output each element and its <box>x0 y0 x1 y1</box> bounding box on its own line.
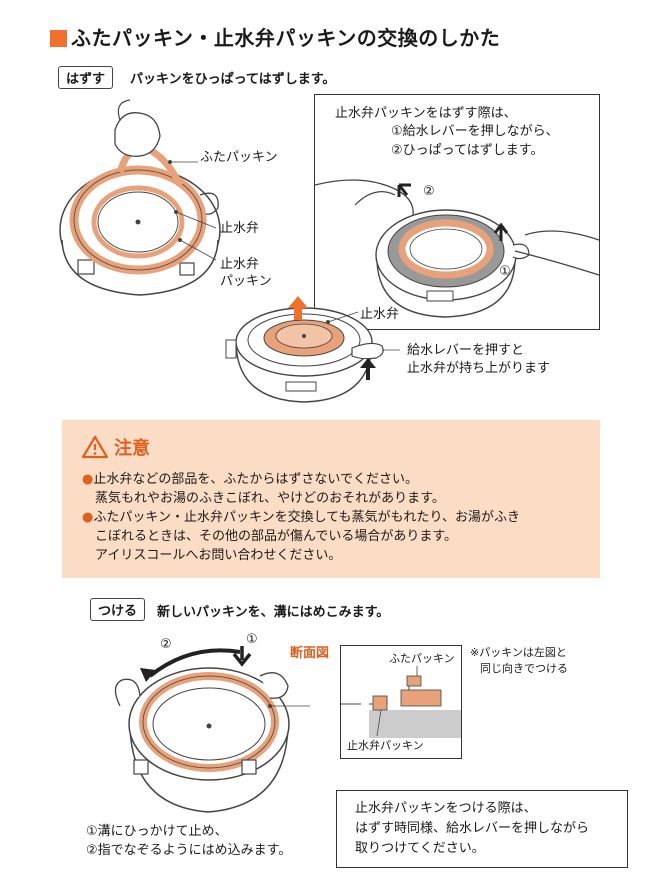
caution-heading: 注意 <box>114 438 150 459</box>
remove-instruction: パッキンをひっぱってはずします。 <box>130 72 336 87</box>
remove-tag: はずす <box>58 66 114 89</box>
attach-num-1: ① <box>246 632 258 647</box>
caution-box: 注意 ●止水弁などの部品を、ふたからはずさないでください。 蒸気もれやお湯のふき… <box>62 420 600 578</box>
valve-lift-illustration <box>225 296 373 403</box>
remove-detail-illustration <box>314 179 600 318</box>
title-square-icon <box>50 30 67 47</box>
label-valve-packing-1: 止水弁 <box>220 257 260 272</box>
page-title: ふたパッキン・止水弁パッキンの交換のしかた <box>50 22 500 51</box>
attach-illustration <box>114 646 310 813</box>
section-lid-label: ふたパッキン <box>389 652 455 665</box>
caution-item-2-line-2: こぼれるときは、その他の部品が傷んでいる場合があります。 <box>95 529 458 544</box>
label-valve-packing-2: パッキン <box>220 274 272 289</box>
caution-item-1-line-1: ●止水弁などの部品を、ふたからはずさないでください。 <box>82 470 418 489</box>
detail-num-1: ① <box>499 264 511 279</box>
label-lever-1: 給水レバーを押すと <box>407 343 525 358</box>
attach-step-1: ①溝にひっかけて止め、 <box>86 824 228 839</box>
detail-line-2: ①給水レバーを押しながら、 <box>391 124 559 139</box>
detail-line-1: 止水弁パッキンをはずす際は、 <box>335 106 517 121</box>
caution-text: ふたパッキン・止水弁パッキンを交換しても蒸気がもれたり、お湯がふき <box>93 510 521 525</box>
attach-box-line-2: はずす時同様、給水レバーを押しながら <box>355 821 590 836</box>
caution-text: 止水弁などの部品を、ふたからはずさないでください。 <box>93 472 418 487</box>
detail-line-3: ②ひっぱってはずします。 <box>391 143 544 158</box>
label-lever-2: 止水弁が持ち上がります <box>407 361 551 376</box>
warning-icon <box>81 435 109 459</box>
up-arrow-icon <box>288 296 308 320</box>
attach-num-2: ② <box>160 637 172 652</box>
remove-detail-box: 止水弁パッキンをはずす際は、 ①給水レバーを押しながら、 ②ひっぱってはずします… <box>314 94 600 330</box>
lever-illustration <box>351 342 400 380</box>
attach-detail-box: 止水弁パッキンをつける際は、 はずす時同様、給水レバーを押しながら 取りつけてく… <box>336 790 628 868</box>
caution-item-2-line-1: ●ふたパッキン・止水弁パッキンを交換しても蒸気がもれたり、お湯がふき <box>82 508 520 527</box>
label-valve-lower: 止水弁 <box>360 307 400 322</box>
section-drawing <box>341 666 461 738</box>
bullet-icon: ● <box>82 510 94 525</box>
detail-num-2: ② <box>423 184 435 199</box>
attach-box-line-1: 止水弁パッキンをつける際は、 <box>355 801 537 816</box>
bullet-icon: ● <box>82 472 94 487</box>
caution-item-2-line-3: アイリスコールへお問い合わせください。 <box>95 548 342 563</box>
section-valve-label: 止水弁パッキン <box>347 739 424 752</box>
page-title-text: ふたパッキン・止水弁パッキンの交換のしかた <box>71 26 501 50</box>
section-diagram: ふたパッキン 止水弁パッキン <box>340 645 462 759</box>
attach-box-line-3: 取りつけてください。 <box>355 841 485 856</box>
label-lid-packing: ふたパッキン <box>200 150 278 165</box>
note-line-2: 同じ向きでつける <box>480 662 568 675</box>
section-label: 断面図 <box>290 646 330 661</box>
push-arrow-icon <box>360 358 376 380</box>
push-down-arrow-icon <box>232 646 252 667</box>
remove-lid-illustration <box>59 99 221 296</box>
attach-instruction: 新しいパッキンを、溝にはめこみます。 <box>157 605 390 620</box>
note-line-1: ※パッキンは左図と <box>470 646 567 659</box>
label-valve: 止水弁 <box>220 221 260 236</box>
attach-step-2: ②指でなぞるようにはめ込みます。 <box>86 843 292 858</box>
caution-item-1-line-2: 蒸気もれやお湯のふきこぼれ、やけどのおそれがあります。 <box>95 491 445 506</box>
attach-tag: つける <box>90 598 146 621</box>
